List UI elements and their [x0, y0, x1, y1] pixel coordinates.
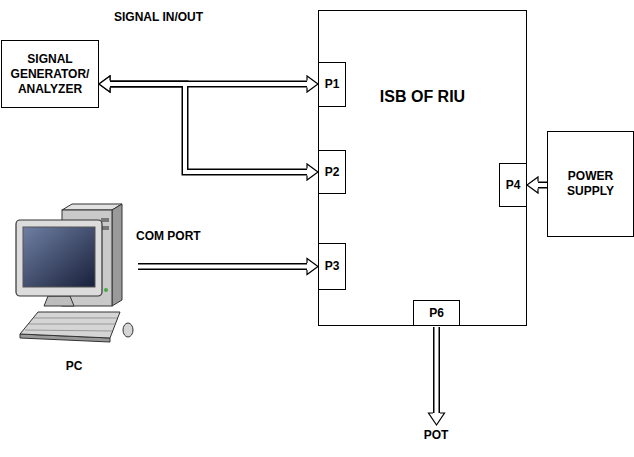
hollow-connector — [110, 82, 307, 86]
arrow-head — [99, 76, 110, 92]
node-text: PC — [66, 359, 83, 374]
arrow-shaft — [433, 327, 440, 413]
node-text: P6 — [429, 306, 444, 321]
pc-keyboard — [20, 312, 133, 342]
pc-tower — [62, 204, 122, 306]
hollow-connector — [538, 183, 547, 187]
arrow-head — [429, 413, 445, 425]
arrow-head — [307, 164, 318, 180]
hollow-connector — [138, 263, 307, 270]
port-box: P4 — [499, 163, 527, 207]
arrow-head — [307, 76, 318, 92]
node-text: P1 — [325, 77, 340, 92]
connector-outlines — [110, 84, 547, 267]
node-text: SIGNAL GENERATOR/ ANALYZER — [5, 52, 95, 97]
device-box: SIGNAL GENERATOR/ ANALYZER — [1, 40, 99, 108]
node-text: POWER SUPPLY — [551, 169, 630, 199]
port-box: P1 — [318, 62, 346, 107]
connector-fills — [110, 84, 547, 267]
node-text: ISB OF RIU — [323, 87, 522, 107]
node-text: P2 — [325, 165, 340, 180]
hollow-connector — [538, 182, 547, 189]
arrow-head — [307, 259, 318, 275]
hollow-connector — [110, 84, 307, 172]
port-signal-label: POT — [406, 428, 466, 442]
port-box: P3 — [318, 243, 346, 290]
arrow-head — [527, 177, 538, 193]
pc-monitor — [16, 220, 102, 306]
arrow-head — [99, 76, 110, 92]
port-box: P2 — [318, 150, 346, 194]
hollow-connector — [110, 81, 307, 88]
unit-box: ISB OF RIUP1P2P3 P4P6 — [318, 10, 527, 326]
computer-node: PC — [10, 205, 138, 377]
port-box: P6 — [413, 300, 460, 326]
connector-label: SIGNAL IN/OUT — [112, 10, 205, 24]
connector-label: COM PORT — [134, 229, 203, 243]
power-box: POWER SUPPLY — [547, 131, 634, 237]
arrow-shaft — [435, 327, 439, 413]
hollow-connector — [110, 84, 307, 172]
hollow-connector — [138, 265, 307, 269]
node-text: P4 — [506, 178, 521, 193]
node-text: P3 — [325, 259, 340, 274]
